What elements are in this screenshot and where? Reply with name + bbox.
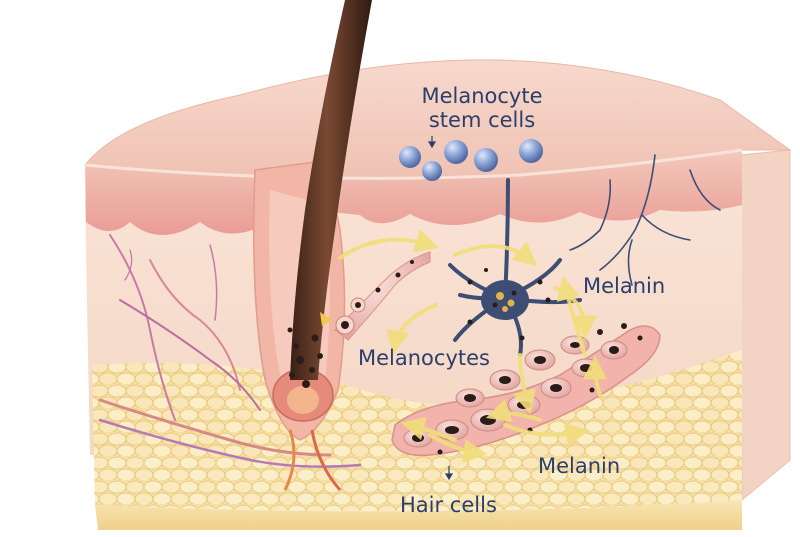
migrating-melanocytes <box>320 251 431 341</box>
label-melanocyte-stem-cells-line1: Melanocyte <box>421 84 543 108</box>
label-melanin-upper: Melanin <box>583 274 666 298</box>
label-melanin-lower: Melanin <box>538 454 621 478</box>
label-pointer-arrows <box>427 136 454 481</box>
label-melanocytes: Melanocytes <box>358 346 490 370</box>
label-melanocyte-stem-cells: Melanocyte stem cells <box>412 84 552 132</box>
follicle-melanin-granules <box>287 327 323 388</box>
skin-block-side <box>739 149 791 502</box>
label-hair-cells: Hair cells <box>400 493 497 517</box>
melanocyte-stem-cells <box>399 139 543 181</box>
hair-shaft <box>290 0 372 380</box>
blood-vessels <box>98 234 362 468</box>
label-melanocyte-stem-cells-line2: stem cells <box>428 108 536 132</box>
nerve-fibers <box>569 154 721 286</box>
melanin-flow-arrows <box>338 229 608 464</box>
melanocyte-cell <box>448 178 582 357</box>
